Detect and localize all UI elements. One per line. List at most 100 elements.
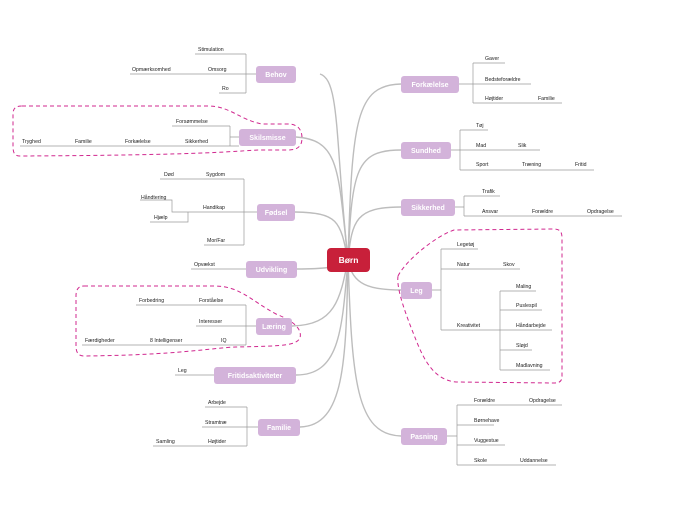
node-doed[interactable]: Død xyxy=(164,172,174,178)
subtopics-fritid: Leg xyxy=(175,368,214,376)
node-maling[interactable]: Maling xyxy=(516,284,531,290)
node-slik[interactable]: Slik xyxy=(518,143,527,149)
node-fritid[interactable]: Fritid xyxy=(575,162,587,168)
highlight-skilsmisse xyxy=(12,105,303,157)
topic-sundhed[interactable]: Sundhed xyxy=(401,142,451,159)
subtopics-leg: Legetøj Natur Skov Kreativitet Maling Pu… xyxy=(432,242,552,371)
topic-foedsel[interactable]: Fødsel xyxy=(257,204,295,221)
node-hjaelp[interactable]: Hjælp xyxy=(154,215,168,221)
connector-familie xyxy=(299,259,349,428)
node-trafik[interactable]: Trafik xyxy=(482,189,495,195)
node-opdragelse-p[interactable]: Opdragelse xyxy=(529,398,556,404)
node-8-intelligenser[interactable]: 8 Intelligenser xyxy=(150,338,183,344)
subtopics-forkaelelse: Gaver Bedsteforældre Højtider Familie xyxy=(459,56,562,104)
topic-label: Leg xyxy=(410,288,422,295)
node-opvaekst[interactable]: Opvækst xyxy=(194,262,215,268)
topic-box xyxy=(246,261,297,278)
topic-label: Sikkerhed xyxy=(411,205,444,212)
topic-box xyxy=(401,142,451,159)
node-natur[interactable]: Natur xyxy=(457,262,470,268)
subtopics-behov: Stimulation Opmærksomhed Omsorg Ro xyxy=(130,47,256,94)
topic-label: Behov xyxy=(265,72,287,79)
node-bedsteforaeldre[interactable]: Bedsteforældre xyxy=(485,77,521,83)
topic-label: Udvikling xyxy=(256,267,288,274)
node-uddannelse[interactable]: Uddannelse xyxy=(520,458,548,464)
topic-udvikling[interactable]: Udvikling xyxy=(246,261,297,278)
node-foraeldre[interactable]: Forældre xyxy=(532,209,553,215)
node-ansvar[interactable]: Ansvar xyxy=(482,209,498,215)
topic-box xyxy=(258,419,300,436)
subtopics-foedsel: Død Sygdom Håndtering Handikap Hjælp Mor… xyxy=(140,172,257,246)
node-forbedring[interactable]: Forbedring xyxy=(139,298,164,304)
node-stramtrae[interactable]: Stramtræ xyxy=(205,420,227,426)
node-familie-r[interactable]: Familie xyxy=(538,96,555,102)
node-omsorg[interactable]: Omsorg xyxy=(208,67,227,73)
node-vuggestue[interactable]: Vuggestue xyxy=(474,438,499,444)
subtopics-laering: Forbedring Forståelse Interesser Færdigh… xyxy=(82,297,256,346)
node-foraeldre-p[interactable]: Forældre xyxy=(474,398,495,404)
connector-pasning xyxy=(347,259,402,437)
connector-laering xyxy=(291,259,349,327)
node-opdragelse[interactable]: Opdragelse xyxy=(587,209,614,215)
node-madlavning[interactable]: Madlavning xyxy=(516,363,543,369)
node-skole[interactable]: Skole xyxy=(474,458,487,464)
topic-box xyxy=(256,66,296,83)
topic-laering[interactable]: Læring xyxy=(256,318,292,335)
node-sikkerhed[interactable]: Sikkerhed xyxy=(185,139,208,145)
topic-familie[interactable]: Familie xyxy=(258,419,300,436)
node-hoejtider-r[interactable]: Højtider xyxy=(485,96,503,102)
topic-label: Sundhed xyxy=(411,148,441,155)
node-kreativitet[interactable]: Kreativitet xyxy=(457,323,481,329)
subtopics-sundhed: Tøj Mad Slik Sport Træning Fritid xyxy=(451,123,594,171)
topic-box xyxy=(401,199,455,216)
node-legetoej[interactable]: Legetøj xyxy=(457,242,474,248)
node-familie[interactable]: Familie xyxy=(75,139,92,145)
root-topic[interactable]: Børn xyxy=(327,248,370,272)
node-forstaaelse[interactable]: Forståelse xyxy=(199,297,223,304)
topic-label: Læring xyxy=(262,324,286,331)
node-sygdom[interactable]: Sygdom xyxy=(206,172,225,178)
node-forsoemmelse[interactable]: Forsømmelse xyxy=(176,119,208,125)
node-puslespil[interactable]: Puslespil xyxy=(516,303,537,309)
node-samling[interactable]: Samling xyxy=(156,439,175,445)
node-stimulation[interactable]: Stimulation xyxy=(198,47,224,53)
topic-label: Fritidsaktiviteter xyxy=(228,373,283,380)
node-faerdigheder[interactable]: Færdigheder xyxy=(85,338,115,344)
node-arbejde[interactable]: Arbejde xyxy=(208,400,226,406)
node-leg[interactable]: Leg xyxy=(178,368,187,374)
node-handikap[interactable]: Handikap xyxy=(203,205,225,211)
topic-pasning[interactable]: Pasning xyxy=(401,428,447,445)
connector-sundhed xyxy=(347,149,402,261)
topic-behov[interactable]: Behov xyxy=(256,66,296,83)
node-toej[interactable]: Tøj xyxy=(476,123,484,129)
node-boernehave[interactable]: Børnehave xyxy=(474,418,499,424)
node-ro[interactable]: Ro xyxy=(222,86,229,92)
topic-forkaelelse[interactable]: Forkælelse xyxy=(401,76,459,93)
node-haandarbejde[interactable]: Håndarbejde xyxy=(516,322,546,329)
node-opmaerksomhed[interactable]: Opmærksomhed xyxy=(132,67,171,73)
topic-label: Familie xyxy=(267,425,291,432)
node-forkaelelse[interactable]: Forkælelse xyxy=(125,139,151,145)
subtopics-sikkerhed: Trafik Ansvar Forældre Opdragelse xyxy=(455,189,622,217)
topic-sikkerhed[interactable]: Sikkerhed xyxy=(401,199,455,216)
node-sport[interactable]: Sport xyxy=(476,162,489,168)
node-interesser[interactable]: Interesser xyxy=(199,319,222,325)
topic-fritidsaktiviteter[interactable]: Fritidsaktiviteter xyxy=(214,367,296,384)
node-skov[interactable]: Skov xyxy=(503,262,515,268)
node-traening[interactable]: Træning xyxy=(522,162,541,168)
node-tryghed[interactable]: Tryghed xyxy=(22,139,41,145)
node-sloejd[interactable]: Sløjd xyxy=(516,343,528,349)
node-gaver[interactable]: Gaver xyxy=(485,56,499,62)
topic-skilsmisse[interactable]: Skilsmisse xyxy=(239,129,296,146)
node-mad[interactable]: Mad xyxy=(476,143,486,149)
node-hoejtider[interactable]: Højtider xyxy=(208,439,226,445)
connector-forkaelelse xyxy=(347,83,402,261)
topic-label: Fødsel xyxy=(265,210,288,217)
node-morfar[interactable]: Mor/Far xyxy=(207,238,225,244)
node-haandtering[interactable]: Håndtering xyxy=(141,194,166,201)
topic-box xyxy=(257,204,295,221)
node-iq[interactable]: IQ xyxy=(221,338,226,344)
topic-leg[interactable]: Leg xyxy=(401,282,432,299)
subtopics-skilsmisse: Forsømmelse Tryghed Familie Forkælelse S… xyxy=(20,119,239,147)
